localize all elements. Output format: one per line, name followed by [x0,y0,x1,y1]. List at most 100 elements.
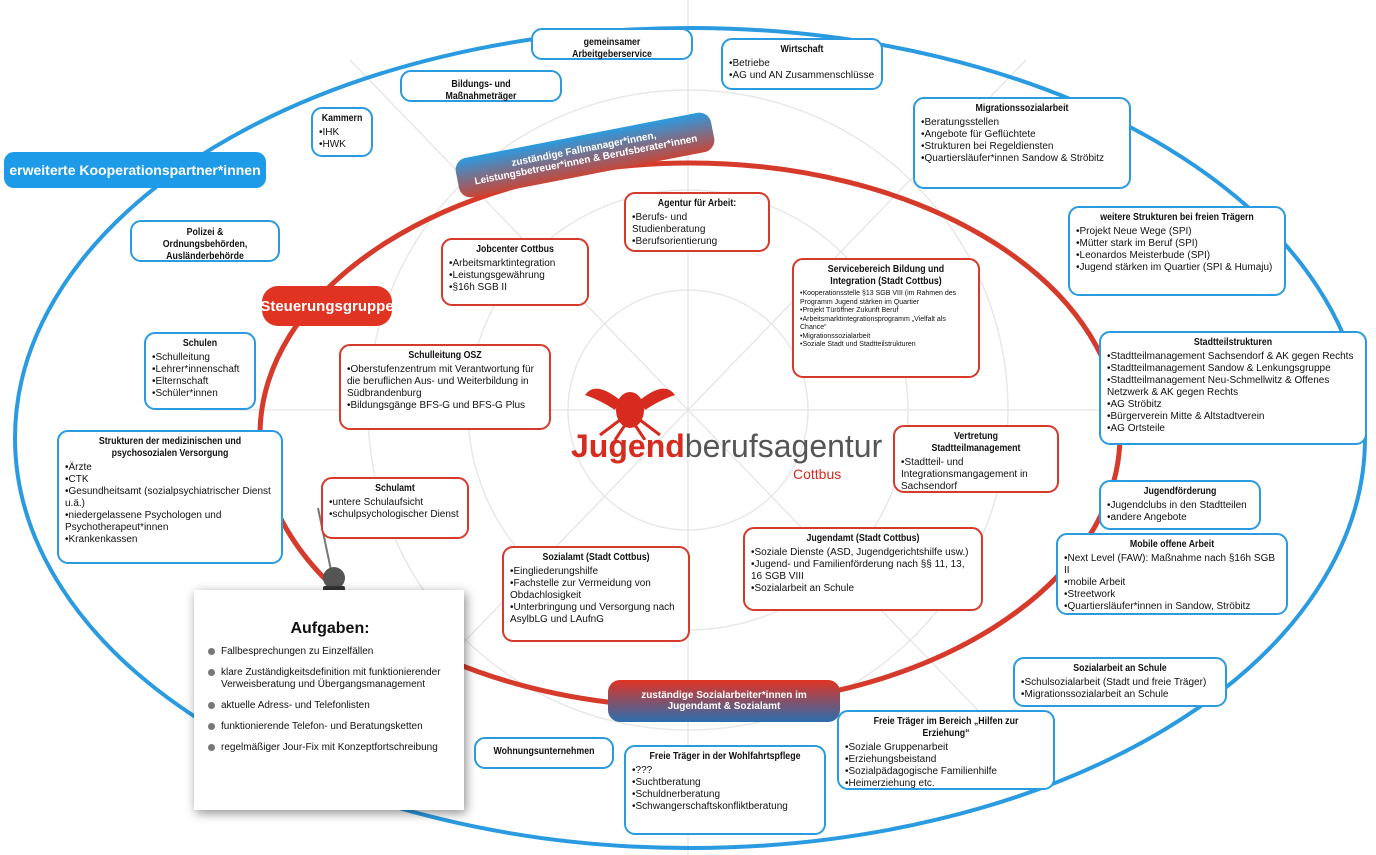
list-item: Schulsozialarbeit (Stadt und freie Träge… [1021,677,1219,689]
list-item: CTK [65,474,275,486]
list-item: Projekt Türöffner Zukunft Beruf [800,307,972,316]
box-wohnung: Wohnungsunternehmen [474,737,614,769]
box-title: Sozialamt (Stadt Cottbus) [542,552,650,563]
list-item: Gesundheitsamt (sozialpsychiatrischer Di… [65,486,275,510]
list-item: Migrationssozialarbeit an Schule [1021,689,1219,701]
box-title: Wohnungsunternehmen [493,746,595,757]
list-item: Jugendclubs in den Stadtteilen [1107,500,1253,512]
box-polizei: Polizei & Ordnungsbehörden, Ausländerbeh… [130,220,280,262]
box-kammern: Kammern IHKHWK [311,107,373,157]
list-item: Elternschaft [152,376,248,388]
list-item: ??? [632,765,818,777]
box-wirtschaft: Wirtschaft BetriebeAG und AN Zusammensch… [721,38,883,90]
box-title: weitere Strukturen bei freien Trägern [1100,212,1254,223]
list-item: HWK [319,139,365,151]
list-item: Soziale Dienste (ASD, Jugendgerichtshilf… [751,547,975,559]
list-item: Arbeitsmarktintegrationsprogramm „Vielfa… [800,316,972,333]
box-freie-traeger: weitere Strukturen bei freien Trägern Pr… [1068,206,1286,296]
list-item: Next Level (FAW): Maßnahme nach §16h SGB… [1064,553,1280,577]
box-title: Sozialarbeit an Schule [1073,663,1167,674]
list-item: Angebote für Geflüchtete [921,129,1123,141]
box-vertretung: Vertretung Stadtteilmanagement Stadtteil… [893,425,1059,493]
task-item: Fallbesprechungen zu Einzelfällen [208,646,452,658]
inner-label: Steuerungsgruppe [260,286,394,326]
box-title: Stadtteilstrukturen [1193,337,1273,348]
list-item: Schuldnerberatung [632,789,818,801]
tasks-title: Aufgaben: [290,620,370,637]
logo-city: Cottbus [793,466,842,482]
bullet-dot-icon [208,702,215,709]
list-item: Arbeitsmarktintegration [449,258,581,270]
box-wohlfahrt: Freie Träger in der Wohlfahrtspflege ???… [624,745,826,835]
bullet-dot-icon [208,669,215,676]
list-item: AG Ortsteile [1107,423,1359,435]
pin-head [323,567,345,589]
list-item: Soziale Stadt und Stadtteilstrukturen [800,341,972,350]
box-servicebereich: Servicebereich Bildung und Integration (… [792,258,980,378]
list-item: §16h SGB II [449,282,581,294]
box-title: Mobile offene Arbeit [1129,539,1215,550]
tasks-card: Aufgaben: Fallbesprechungen zu Einzelfäl… [194,590,464,810]
box-arbeitgeberservice: gemeinsamer Arbeitgeberservice [531,28,693,60]
list-item: mobile Arbeit [1064,577,1280,589]
list-item: schulpsychologischer Dienst [329,509,461,521]
list-item: Schwangerschaftskonfliktberatung [632,801,818,813]
list-item: Bildungsgänge BFS-G und BFS-G Plus [347,400,543,412]
box-title: Wirtschaft [780,44,824,55]
box-title: Strukturen der medizinischen und psychos… [98,436,242,459]
box-title: Agentur für Arbeit: [657,198,737,209]
pin-needle [317,507,333,576]
box-title: Jobcenter Cottbus [476,244,554,255]
list-item: Schulleitung [152,352,248,364]
list-item: Lehrer*innenschaft [152,364,248,376]
list-item: Sozialpädagogische Familienhilfe [845,766,1047,778]
box-title: Freie Träger im Bereich „Hilfen zur Erzi… [873,716,1019,739]
list-item: Heimerziehung etc. [845,778,1047,790]
task-text: klare Zuständigkeitsdefinition mit funkt… [221,667,441,690]
list-item: Mütter stark im Beruf (SPI) [1076,238,1278,250]
outer-label: erweiterte Kooperationspartner*innen [4,152,266,188]
task-text: funktionierende Telefon- und Beratungske… [221,721,423,732]
list-item: Jugend stärken im Quartier (SPI & Humaju… [1076,262,1278,274]
box-title: Servicebereich Bildung und Integration (… [827,264,945,287]
box-sozialamt: Sozialamt (Stadt Cottbus) Eingliederungs… [502,546,690,642]
list-item: Unterbringung und Versorgung nach AsylbL… [510,602,682,626]
box-schulen: Schulen SchulleitungLehrer*innenschaftEl… [144,332,256,410]
list-item: Kooperationsstelle §13 SGB VIII (im Rahm… [800,290,972,307]
list-item: Betriebe [729,58,875,70]
bullet-dot-icon [208,723,215,730]
list-item: Schüler*innen [152,388,248,400]
list-item: Suchtberatung [632,777,818,789]
list-item: IHK [319,127,365,139]
list-item: Krankenkassen [65,534,275,546]
box-osz: Schulleitung OSZ Oberstufenzentrum mit V… [339,344,551,430]
bullet-dot-icon [208,744,215,751]
box-title: Jugendamt (Stadt Cottbus) [806,533,920,544]
logo-word-rest: berufsagentur [684,428,883,464]
list-item: niedergelassene Psychologen und Psychoth… [65,510,275,534]
list-item: Sozialarbeit an Schule [751,583,975,595]
task-item: aktuelle Adress- und Telefonlisten [208,700,452,712]
box-title: Bildungs- und Maßnahmeträger [445,79,517,102]
list-item: Oberstufenzentrum mit Verantwortung für … [347,364,543,400]
bullet-dot-icon [208,648,215,655]
list-item: Stadtteilmanagement Neu-Schmellwitz & Of… [1107,375,1359,399]
list-item: Quartiersläufer*innen in Sandow, Ströbit… [1064,601,1280,613]
list-item: Leonardos Meisterbude (SPI) [1076,250,1278,262]
box-title: Vertretung Stadtteilmanagement [931,431,1021,454]
list-item: Streetwork [1064,589,1280,601]
box-schulamt: Schulamt untere Schulaufsichtschulpsycho… [321,477,469,539]
list-item: Erziehungsbeistand [845,754,1047,766]
task-text: regelmäßiger Jour-Fix mit Konzeptfortsch… [221,742,438,753]
list-item: Leistungsgewährung [449,270,581,282]
box-title: Schulamt [375,483,415,494]
box-title: Jugendförderung [1143,486,1217,497]
box-title: gemeinsamer Arbeitgeberservice [572,37,652,60]
task-item: klare Zuständigkeitsdefinition mit funkt… [208,667,452,691]
banner-bottom: zuständige Sozialarbeiter*innen im Jugen… [608,680,840,722]
list-item: AG Ströbitz [1107,399,1359,411]
box-title: Polizei & Ordnungsbehörden, Ausländerbeh… [162,227,248,262]
box-jugendamt: Jugendamt (Stadt Cottbus) Soziale Dienst… [743,527,983,611]
box-medizin: Strukturen der medizinischen und psychos… [57,430,283,564]
box-jobcenter: Jobcenter Cottbus Arbeitsmarktintegratio… [441,238,589,306]
